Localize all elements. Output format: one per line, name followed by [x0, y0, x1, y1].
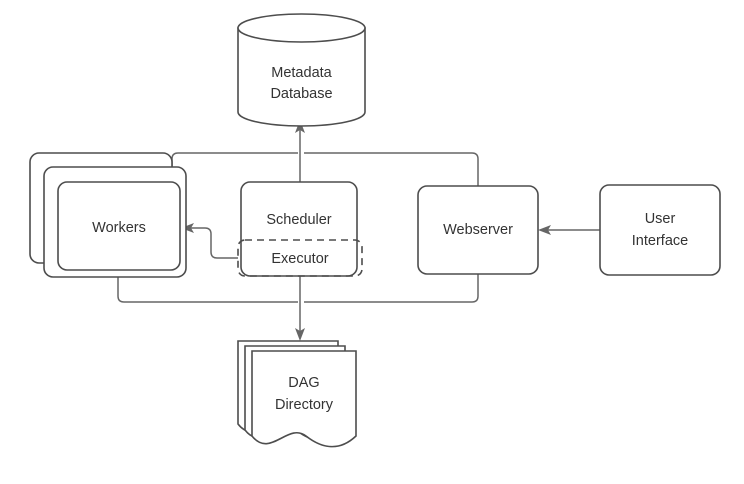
scheduler-label: Scheduler — [266, 212, 331, 228]
connector-workers-to-top-rail — [171, 152, 298, 170]
user-interface-label-line2: Interface — [632, 233, 688, 249]
arrowhead-to-webserver — [538, 225, 551, 235]
connector-executor-to-workers — [191, 227, 238, 259]
node-workers[interactable]: Workers — [29, 152, 187, 278]
metadata-database-label-line1: Metadata — [271, 65, 332, 81]
arrowhead-to-workers — [181, 223, 194, 233]
node-user-interface[interactable]: User Interface — [599, 184, 721, 276]
dag-directory-label-line2: Directory — [275, 397, 334, 413]
user-interface-box — [599, 184, 721, 276]
node-metadata-database[interactable]: Metadata Database — [237, 13, 366, 127]
dag-directory-stack-layer-front — [251, 350, 357, 448]
webserver-label: Webserver — [443, 222, 513, 238]
node-executor[interactable]: Executor — [237, 239, 363, 277]
user-interface-label-line1: User — [645, 211, 676, 227]
metadata-database-label-line2: Database — [270, 86, 332, 102]
connector-webserver-to-top-rail — [304, 152, 479, 186]
node-dag-directory[interactable]: DAG Directory — [237, 340, 357, 448]
node-scheduler[interactable]: Scheduler — [240, 181, 358, 277]
dag-directory-label-line1: DAG — [288, 375, 319, 391]
metadata-database-top-ellipse — [237, 13, 366, 43]
arrowhead-to-dag-directory — [295, 328, 305, 341]
executor-label: Executor — [271, 251, 328, 267]
connector-workers-to-bottom-rail — [117, 270, 298, 303]
connector-layer — [117, 120, 600, 341]
connector-webserver-to-bottom-rail — [304, 274, 479, 303]
webserver-box — [417, 185, 539, 275]
executor-box — [237, 239, 363, 277]
node-webserver[interactable]: Webserver — [417, 185, 539, 275]
metadata-database-body — [237, 27, 366, 127]
workers-label: Workers — [92, 220, 146, 236]
workers-stack-layer-front — [57, 181, 181, 271]
